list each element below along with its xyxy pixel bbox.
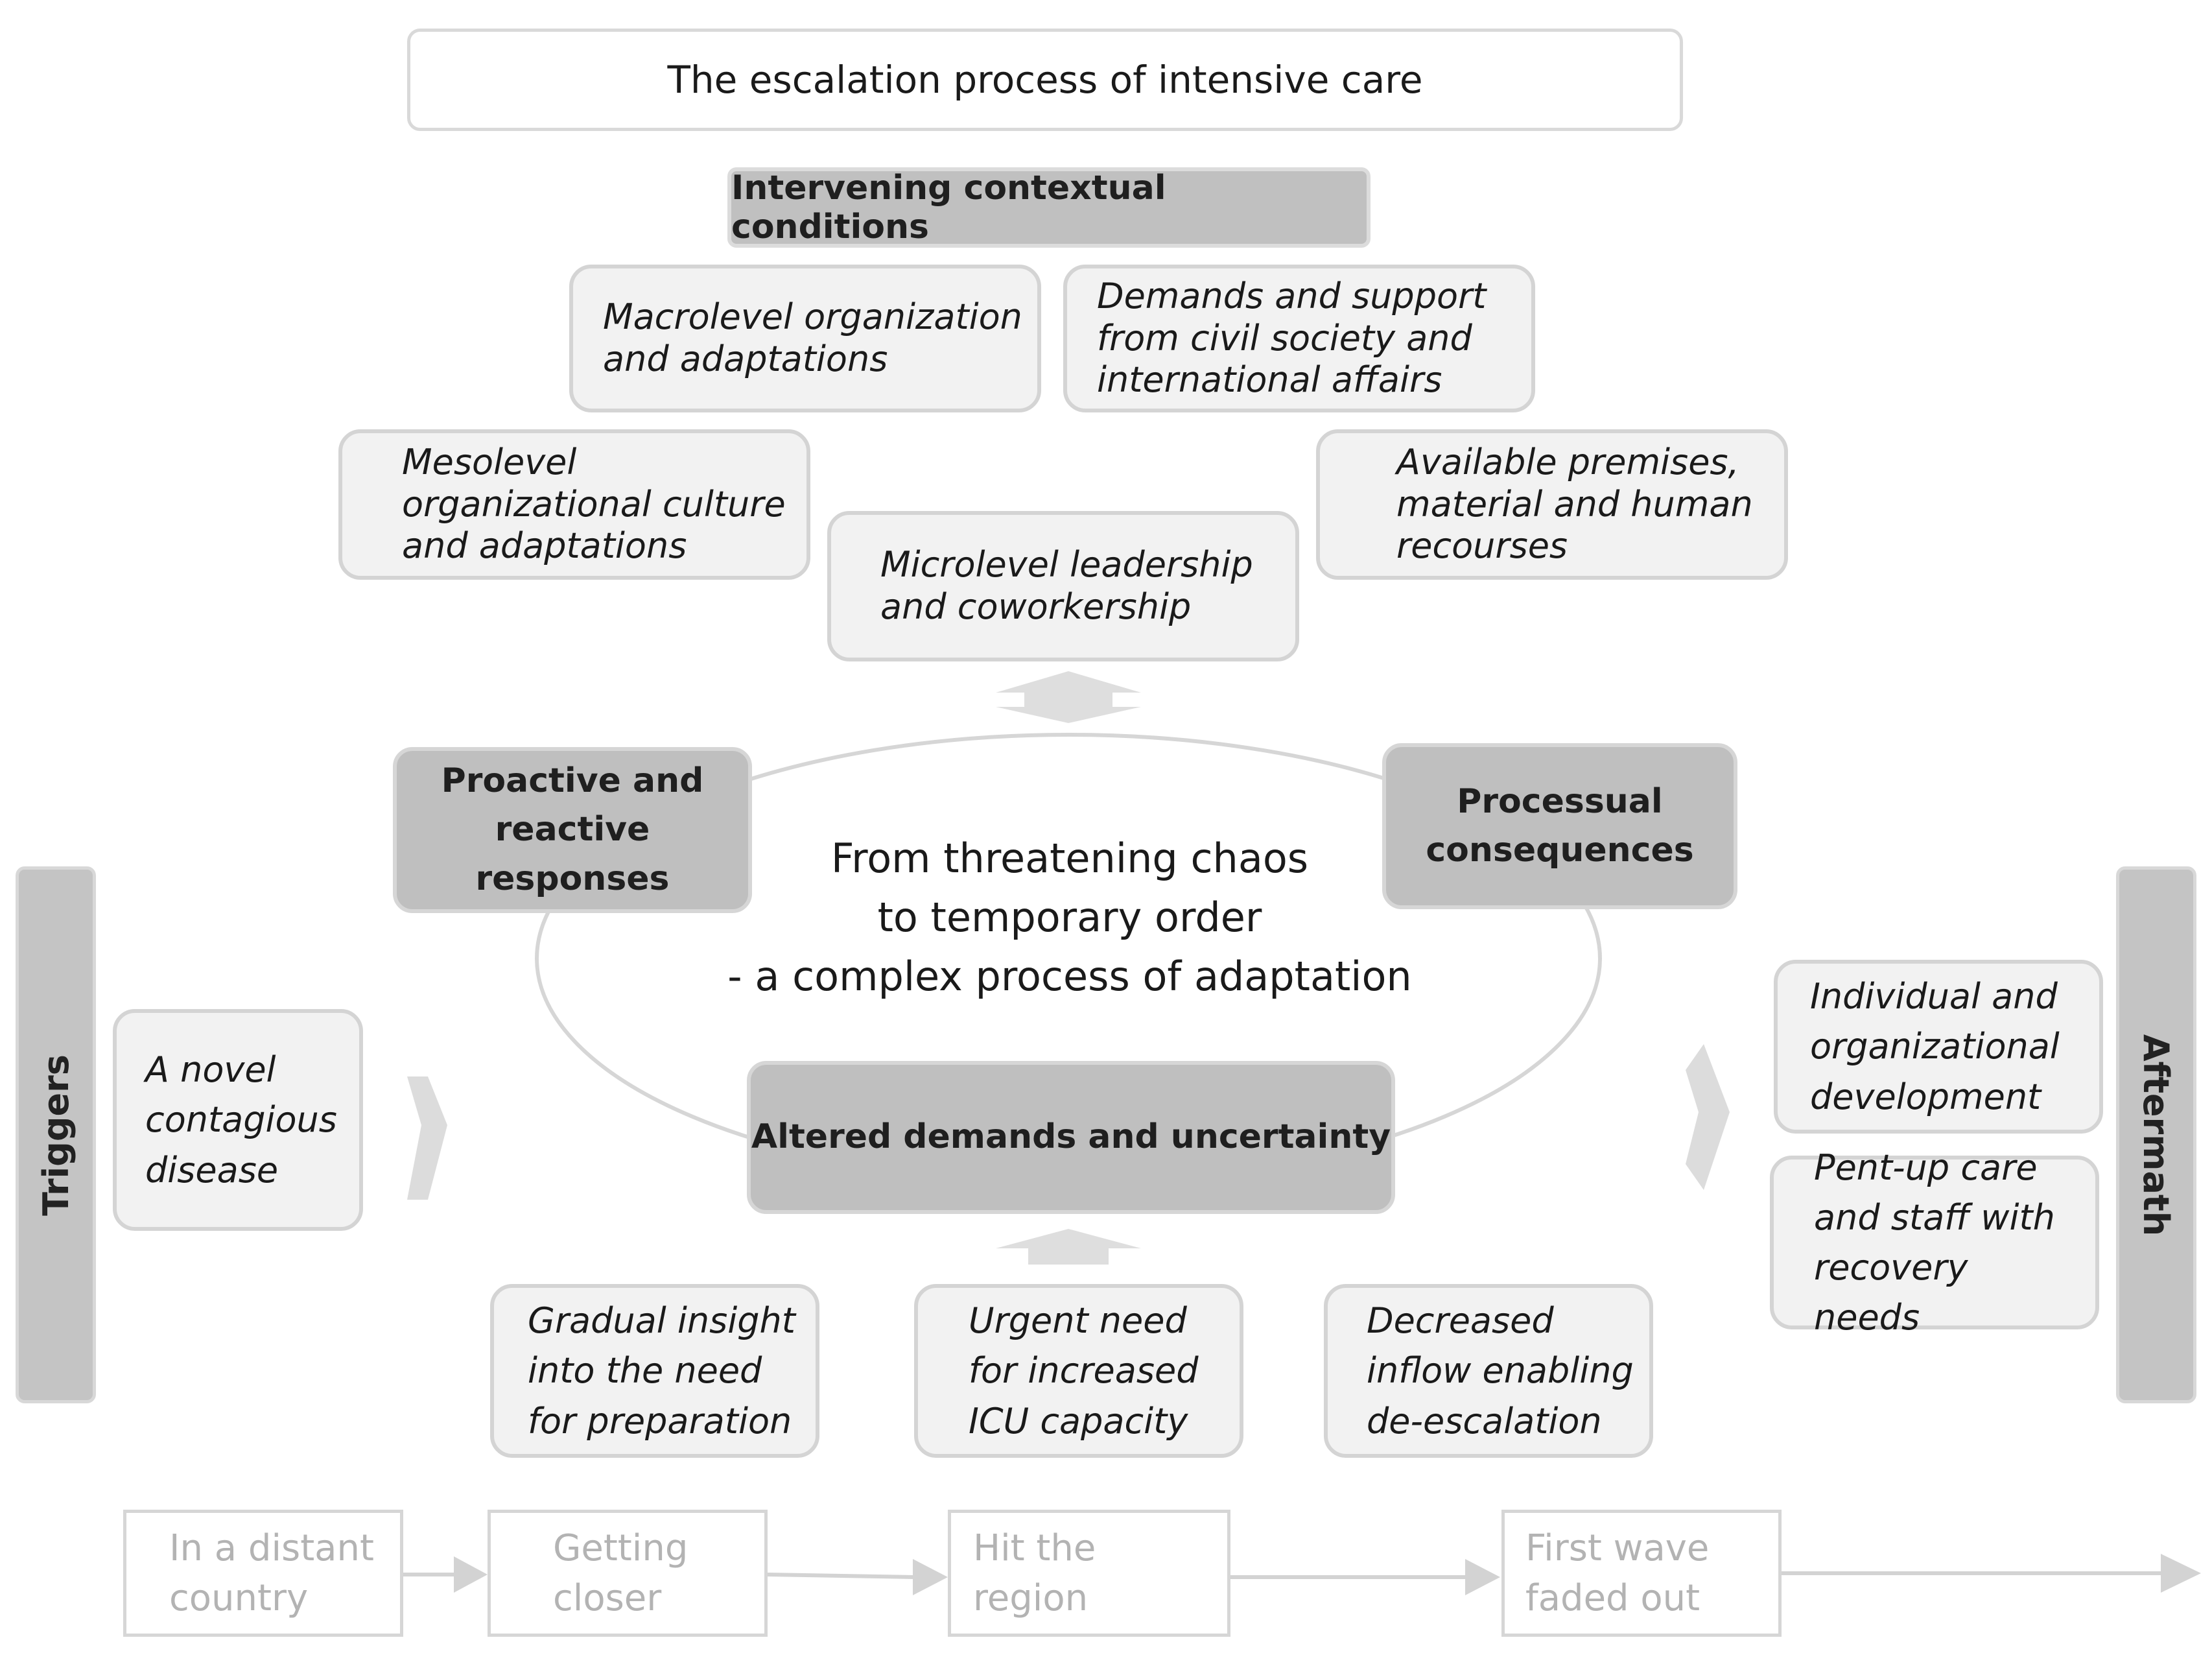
arrow-up [996, 1229, 1141, 1265]
macrolevel-text: Macrolevel organization and adaptations [603, 296, 1022, 379]
demand-item-preparation: Gradual insight into the need for prepar… [490, 1284, 819, 1458]
timeline-phase-3-text: Hit the region [973, 1527, 1096, 1619]
aftermath-right-arrow [1686, 1044, 1730, 1190]
resources-box: Available premises, material and human r… [1316, 429, 1788, 580]
macrolevel-box: Macrolevel organization and adaptations [569, 265, 1041, 412]
timeline-phase-3: Hit the region [948, 1510, 1230, 1637]
processual-consequences-text: Processual consequences [1426, 781, 1694, 870]
context-header: Intervening contextual conditions [727, 167, 1371, 248]
triggers-label: Triggers [35, 1054, 76, 1216]
timeline-phase-2: Getting closer [488, 1510, 768, 1637]
context-header-text: Intervening contextual conditions [731, 169, 1166, 246]
trigger-item-box: A novel contagious disease [113, 1009, 363, 1231]
resources-text: Available premises, material and human r… [1396, 441, 1753, 567]
processual-consequences-box: Processual consequences [1382, 743, 1737, 909]
proactive-responses-box: Proactive and reactive responses [393, 747, 752, 913]
demand-icu-capacity-text: Urgent need for increased ICU capacity [969, 1300, 1199, 1442]
mesolevel-box: Mesolevel organizational culture and ada… [338, 429, 810, 580]
demand-preparation-text: Gradual insight into the need for prepar… [528, 1300, 795, 1442]
timeline-phase-2-text: Getting closer [553, 1527, 688, 1619]
demand-item-icu-capacity: Urgent need for increased ICU capacity [914, 1284, 1243, 1458]
center-line-1: From threatening chaos [830, 835, 1309, 882]
double-arrow-up-down [996, 671, 1141, 723]
mesolevel-text: Mesolevel organizational culture and ada… [402, 441, 786, 567]
timeline-phase-1: In a distant country [123, 1510, 403, 1637]
proactive-responses-text: Proactive and reactive responses [441, 761, 704, 898]
altered-demands-box: Altered demands and uncertainty [747, 1061, 1395, 1214]
civil-society-box: Demands and support from civil society a… [1063, 265, 1535, 412]
aftermath-item-development: Individual and organizational developmen… [1774, 960, 2103, 1134]
demand-item-de-escalation: Decreased inflow enabling de-escalation [1324, 1284, 1653, 1458]
title-text: The escalation process of intensive care [667, 58, 1423, 102]
microlevel-text: Microlevel leadership and coworkership [880, 544, 1253, 627]
altered-demands-text: Altered demands and uncertainty [751, 1117, 1391, 1157]
aftermath-pent-up-text: Pent-up care and staff with recovery nee… [1814, 1147, 2055, 1338]
triggers-right-arrow [407, 1076, 447, 1200]
timeline-phase-4: First wave faded out [1501, 1510, 1782, 1637]
center-line-3: - a complex process of adaptation [727, 953, 1412, 1001]
aftermath-label: Aftermath [2136, 1034, 2177, 1236]
triggers-bar: Triggers [16, 866, 96, 1403]
timeline-phase-4-text: First wave faded out [1525, 1527, 1710, 1619]
timeline-arrows [403, 1554, 2201, 1595]
civil-society-text: Demands and support from civil society a… [1097, 275, 1487, 401]
aftermath-item-pent-up-care: Pent-up care and staff with recovery nee… [1770, 1147, 2099, 1338]
aftermath-bar: Aftermath [2116, 866, 2196, 1403]
demand-de-escalation-text: Decreased inflow enabling de-escalation [1367, 1300, 1634, 1442]
trigger-item-text: A novel contagious disease [145, 1049, 337, 1191]
aftermath-development-text: Individual and organizational developmen… [1810, 976, 2060, 1117]
cycle-center-text: From threatening chaos to temporary orde… [674, 829, 1465, 1006]
timeline-phase-1-text: In a distant country [169, 1527, 374, 1619]
microlevel-box: Microlevel leadership and coworkership [827, 511, 1299, 661]
page-title: The escalation process of intensive care [407, 29, 1683, 131]
center-line-2: to temporary order [877, 894, 1262, 942]
